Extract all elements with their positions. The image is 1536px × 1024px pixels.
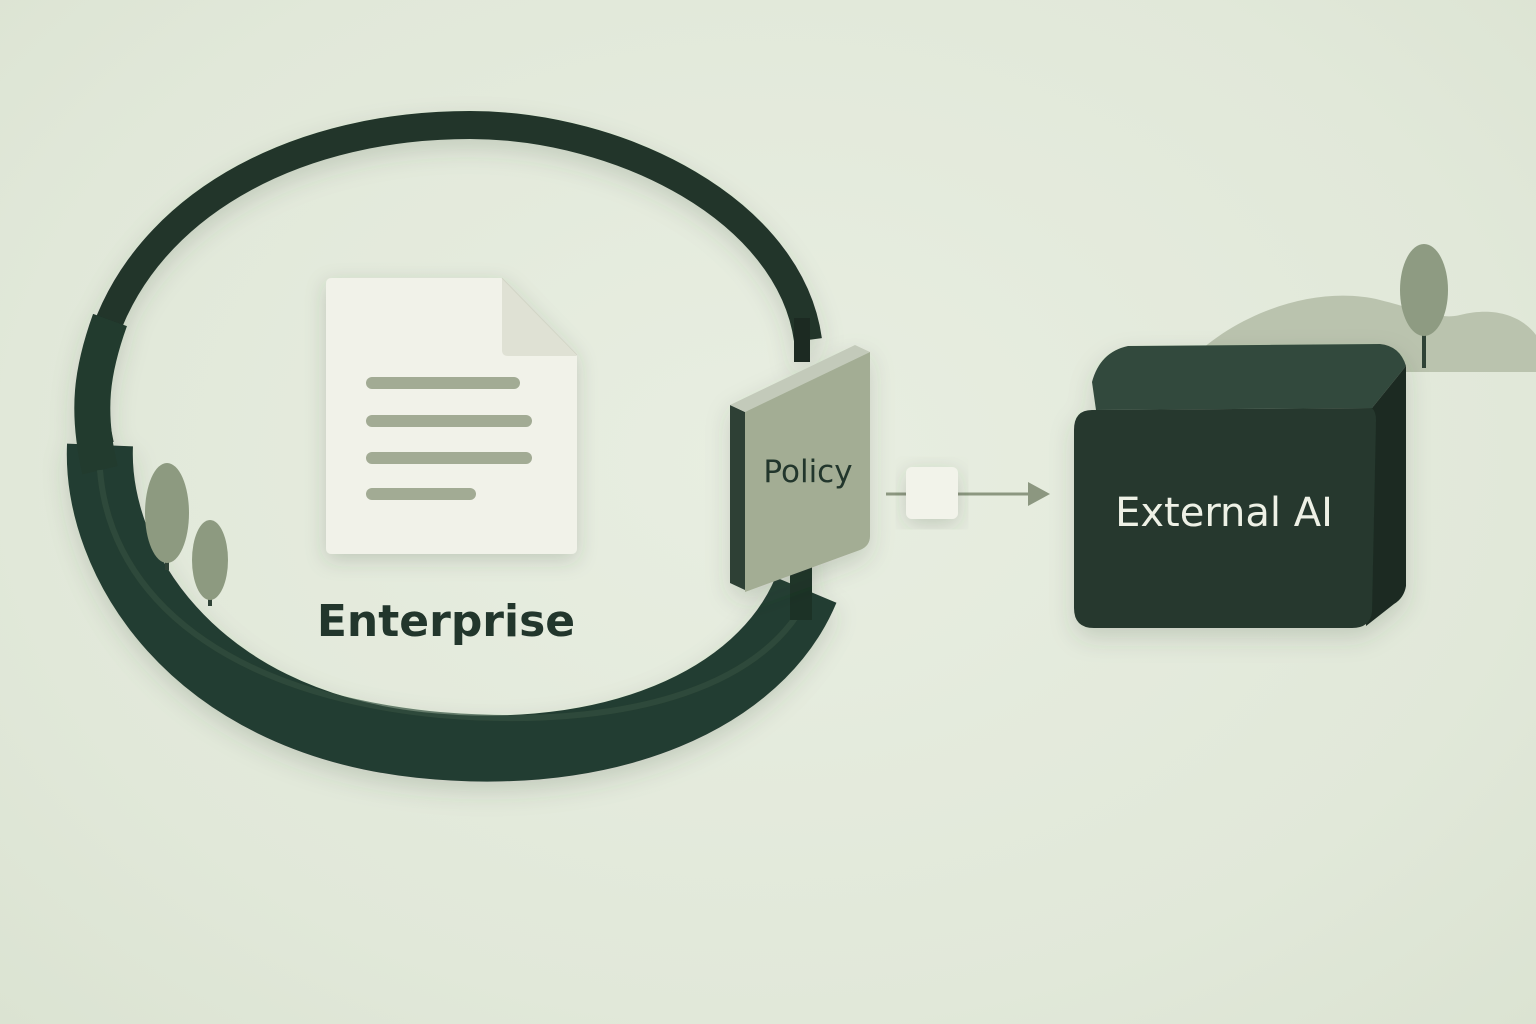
- tree-icon: [145, 463, 189, 570]
- document-icon: [326, 277, 578, 554]
- tree-icon: [1400, 244, 1448, 368]
- external-ai-box: [1074, 344, 1406, 628]
- enterprise-label: Enterprise: [317, 596, 575, 647]
- tree-icon: [192, 520, 228, 606]
- policy-gate: [730, 345, 870, 592]
- data-packet-icon: [906, 467, 958, 519]
- enterprise-boundary-ring: [66, 110, 837, 782]
- external-ai-label: External AI: [1115, 490, 1333, 536]
- policy-label: Policy: [763, 454, 852, 490]
- arrow-right-icon: [1028, 482, 1050, 506]
